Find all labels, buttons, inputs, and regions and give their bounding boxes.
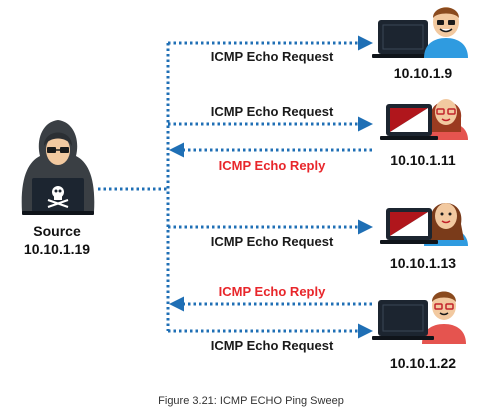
source-label: Source (33, 223, 81, 239)
reply-label-4: ICMP Echo Reply (219, 284, 326, 299)
target-4-user-icon (372, 291, 466, 344)
target-3-user-icon (380, 203, 468, 246)
target-2-ip: 10.10.1.11 (390, 152, 456, 168)
request-label-4: ICMP Echo Request (211, 338, 334, 353)
request-label-2: ICMP Echo Request (211, 104, 334, 119)
target-4-ip: 10.10.1.22 (390, 355, 456, 371)
reply-label-2: ICMP Echo Reply (219, 158, 326, 173)
target-2-user-icon (380, 99, 468, 140)
request-label-1: ICMP Echo Request (211, 49, 334, 64)
source-ip: 10.10.1.19 (24, 241, 90, 257)
connector-lines (98, 43, 170, 331)
target-1-user-icon (372, 7, 468, 58)
target-3-ip: 10.10.1.13 (390, 255, 456, 271)
hacker-source-icon (21, 120, 95, 215)
figure-caption: Figure 3.21: ICMP ECHO Ping Sweep (158, 395, 344, 407)
request-label-3: ICMP Echo Request (211, 234, 334, 249)
target-1-ip: 10.10.1.9 (394, 65, 453, 81)
